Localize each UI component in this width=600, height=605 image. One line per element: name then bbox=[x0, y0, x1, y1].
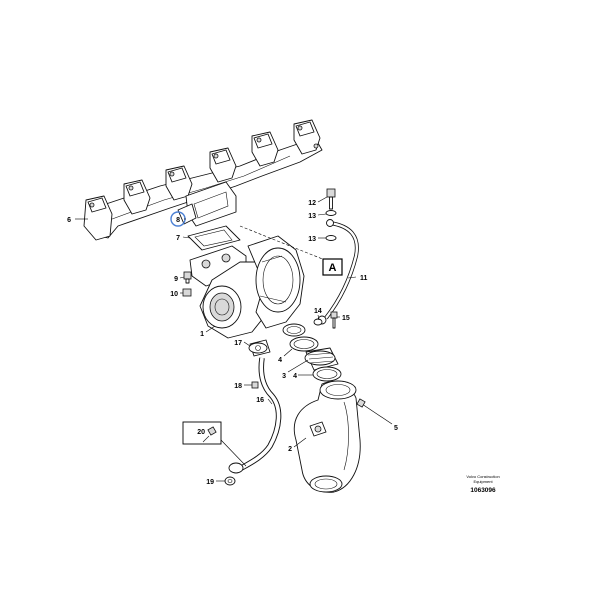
exhaust-manifold[interactable] bbox=[83, 119, 323, 241]
callout-10: 10 bbox=[170, 291, 178, 298]
oil-feed-pipe[interactable] bbox=[317, 219, 359, 325]
callout-17: 17 bbox=[234, 340, 242, 347]
callout-9: 9 bbox=[174, 276, 178, 283]
callout-4-upper: 4 bbox=[278, 357, 282, 364]
callout-18: 18 bbox=[234, 383, 242, 390]
hose-clamp-lower[interactable] bbox=[312, 366, 342, 382]
callout-4-lower: 4 bbox=[293, 373, 297, 380]
turbo-gasket[interactable] bbox=[187, 225, 241, 251]
callout-14: 14 bbox=[314, 308, 322, 315]
fitting-14[interactable] bbox=[313, 318, 323, 326]
brand-line-2: Equipment bbox=[473, 479, 493, 484]
sealing-washer-19[interactable] bbox=[224, 476, 236, 486]
bolt-15[interactable] bbox=[330, 311, 338, 329]
sealing-washer-13-upper[interactable] bbox=[325, 210, 337, 216]
bolt-9[interactable] bbox=[183, 271, 192, 284]
gasket-17[interactable] bbox=[248, 342, 268, 354]
callout-7: 7 bbox=[176, 235, 180, 242]
turbocharger[interactable] bbox=[189, 235, 306, 339]
banjo-bolt-12[interactable] bbox=[326, 188, 336, 210]
callout-8: 8 bbox=[176, 217, 180, 224]
sealing-washer-13-lower[interactable] bbox=[325, 235, 337, 241]
leader-lines bbox=[75, 196, 357, 482]
callout-6: 6 bbox=[67, 217, 71, 224]
view-reference-line bbox=[239, 225, 331, 263]
callout-11: 11 bbox=[360, 275, 368, 282]
hose-clamp-upper[interactable] bbox=[289, 336, 319, 352]
callout-13-lower: 13 bbox=[308, 236, 316, 243]
nut-10[interactable] bbox=[182, 288, 192, 297]
bolt-18[interactable] bbox=[251, 381, 259, 389]
callout-15: 15 bbox=[342, 315, 350, 322]
callout-1: 1 bbox=[200, 331, 204, 338]
callout-16: 16 bbox=[256, 397, 264, 404]
callout-12: 12 bbox=[308, 200, 316, 207]
callout-3: 3 bbox=[282, 373, 286, 380]
callout-13-upper: 13 bbox=[308, 213, 316, 220]
brand-block: Volvo Construction Equipment 1063096 bbox=[466, 474, 499, 494]
view-a-marker: A bbox=[322, 258, 343, 276]
brand-line-1: Volvo Construction bbox=[466, 474, 499, 479]
callout-19: 19 bbox=[206, 479, 214, 486]
callout-2: 2 bbox=[288, 446, 292, 453]
oil-return-pipe[interactable] bbox=[228, 339, 282, 474]
reference-number: 1063096 bbox=[470, 487, 496, 494]
bolt-5[interactable] bbox=[356, 398, 393, 425]
inlet-elbow[interactable] bbox=[293, 380, 361, 493]
bolt-20[interactable] bbox=[202, 426, 217, 443]
callout-5: 5 bbox=[394, 425, 398, 432]
view-a-label: A bbox=[329, 262, 337, 274]
callout-20: 20 bbox=[197, 429, 205, 436]
intake-hose[interactable] bbox=[304, 347, 339, 371]
callout-numbers: 6 8 7 9 10 1 12 13 13 11 14 15 4 3 4 5 2… bbox=[67, 200, 398, 486]
